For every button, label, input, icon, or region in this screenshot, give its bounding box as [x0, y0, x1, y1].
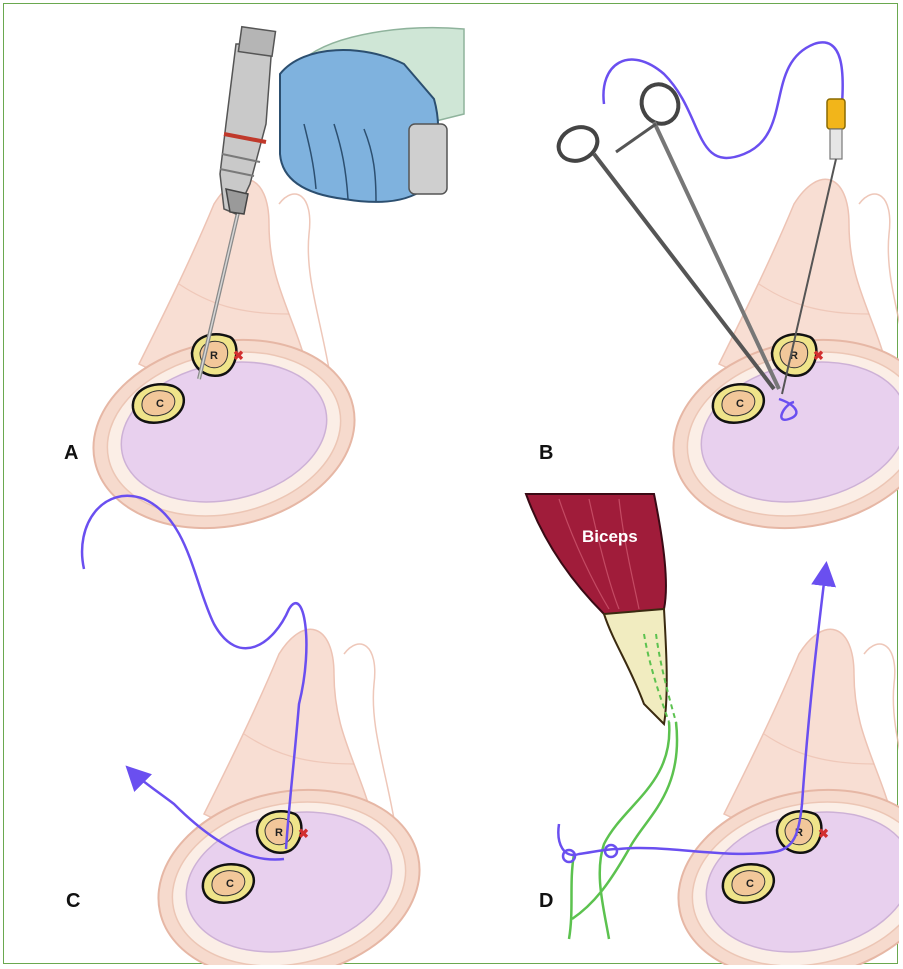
gloved-hand: [280, 28, 464, 202]
ulna-bone-c: C: [203, 864, 254, 902]
ulna-label: C: [736, 398, 744, 410]
panel-label-a: A: [64, 442, 78, 464]
forearm-section-b: R C ✖: [656, 179, 899, 551]
panel-c: R C ✖ C: [66, 496, 437, 965]
tendon-suture-2: [572, 722, 677, 919]
marker-icon: ✖: [813, 348, 824, 363]
tendon-suture-1: [600, 722, 670, 939]
panel-label-c: C: [66, 890, 80, 912]
ulna-label: C: [156, 398, 164, 410]
ulna-bone-a: C: [133, 384, 184, 422]
biceps-label: Biceps: [582, 527, 638, 546]
forearm-section-c: R C ✖: [141, 629, 437, 965]
forearm-section-d: R C ✖: [661, 629, 899, 965]
ulna-bone-d: C: [723, 864, 774, 902]
biceps-muscle: Biceps: [526, 494, 676, 724]
panel-label-b: B: [539, 442, 553, 464]
radius-label: R: [275, 827, 283, 839]
figure-svg: R C ✖ A: [4, 4, 899, 965]
panel-label-d: D: [539, 890, 553, 912]
ulna-label: C: [746, 878, 754, 890]
suture-line-b: [603, 42, 842, 158]
ulna-label: C: [226, 878, 234, 890]
radius-bone-a: R: [192, 334, 236, 375]
figure-frame: R C ✖ A: [3, 3, 898, 964]
radius-label: R: [210, 350, 218, 362]
marker-icon: ✖: [298, 826, 309, 841]
panel-b: R C ✖ B: [539, 42, 899, 551]
marker-icon: ✖: [818, 826, 829, 841]
radius-bone-c: R: [257, 811, 301, 852]
marker-icon: ✖: [233, 348, 244, 363]
ulna-bone-b: C: [713, 384, 764, 422]
panel-d: R C ✖ Biceps D: [526, 494, 899, 965]
panel-a: R C ✖ A: [64, 27, 464, 552]
